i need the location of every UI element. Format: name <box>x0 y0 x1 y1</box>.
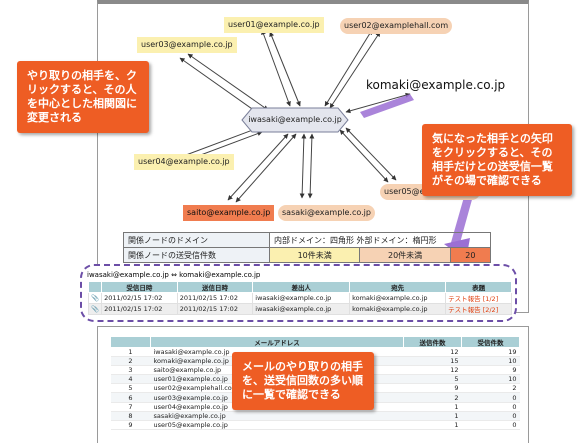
edge-user02[interactable] <box>329 31 381 109</box>
subject-link[interactable]: テスト報告 [2/2] <box>445 303 512 315</box>
node-user04[interactable]: user04@example.co.jp <box>134 154 234 170</box>
edge-sasaki[interactable] <box>299 133 307 199</box>
message-table: 受信日時 送信日時 差出人 宛先 表題 📎 2011/02/15 17:02 2… <box>87 281 512 315</box>
node-sasaki[interactable]: sasaki@example.co.jp <box>278 205 375 221</box>
conversation-title: iwasaki@example.co.jp ⇔ komaki@example.c… <box>87 271 261 279</box>
legend-count-label: 関係ノードの送受信件数 <box>123 247 270 263</box>
node-user01[interactable]: user01@example.co.jp <box>224 17 324 33</box>
col-sent: 送信日時 <box>176 281 254 293</box>
legend-table: 関係ノードのドメイン 内部ドメイン：四角形 外部ドメイン：楕円形 関係ノードの送… <box>123 232 492 263</box>
callout-right: 気になった相手との矢印をクリックすると、その相手だけとの送受信一覧がその場で確認… <box>422 124 572 196</box>
edge-komaki[interactable] <box>345 92 411 114</box>
node-saito[interactable]: saito@example.co.jp <box>183 205 275 221</box>
edge-user05[interactable] <box>339 129 389 183</box>
legend-domain-label: 関係ノードのドメイン <box>123 232 270 248</box>
table-row[interactable]: 📎 2011/02/15 17:02 2011/02/15 17:02 iwas… <box>87 303 512 315</box>
legend-domain-value: 内部ドメイン：四角形 外部ドメイン：楕円形 <box>269 232 491 248</box>
edge-saito[interactable] <box>227 133 289 201</box>
col-flag <box>87 281 103 293</box>
node-komaki[interactable]: komaki@example.co.jp <box>366 78 506 92</box>
attachment-icon: 📎 <box>87 292 103 304</box>
col-received: 受信日時 <box>101 281 178 293</box>
col-from: 差出人 <box>252 281 351 293</box>
callout-bottom: メールのやり取りの相手を、送受信回数の多い順に一覧で確認できる <box>232 352 374 410</box>
edge-user03[interactable] <box>187 53 269 111</box>
col-subject: 表題 <box>445 281 512 293</box>
node-user03[interactable]: user03@example.co.jp <box>137 37 237 53</box>
col-received-count: 受信件数 <box>461 336 520 348</box>
col-address: メールアドレス <box>150 336 404 348</box>
callout-left: やり取りの相手を、クリックすると、その人を中心とした相関図に変更される <box>17 61 149 133</box>
table-row[interactable]: 📎 2011/02/15 17:02 2011/02/15 17:02 iwas… <box>87 292 512 304</box>
legend-count-high: 20 <box>449 247 492 263</box>
center-node[interactable]: iwasaki@example.co.jp <box>248 115 342 124</box>
edge-user01[interactable] <box>261 29 291 107</box>
legend-count-low: 10件未満 <box>268 247 361 263</box>
col-rank <box>110 336 151 348</box>
col-to: 宛先 <box>349 281 447 293</box>
node-user02[interactable]: user02@examplehall.com <box>340 18 453 34</box>
subject-link[interactable]: テスト報告 [1/2] <box>445 292 512 304</box>
col-sent-count: 送信件数 <box>403 336 462 348</box>
legend-count-mid: 20件未満 <box>359 247 451 263</box>
attachment-icon: 📎 <box>87 303 103 315</box>
